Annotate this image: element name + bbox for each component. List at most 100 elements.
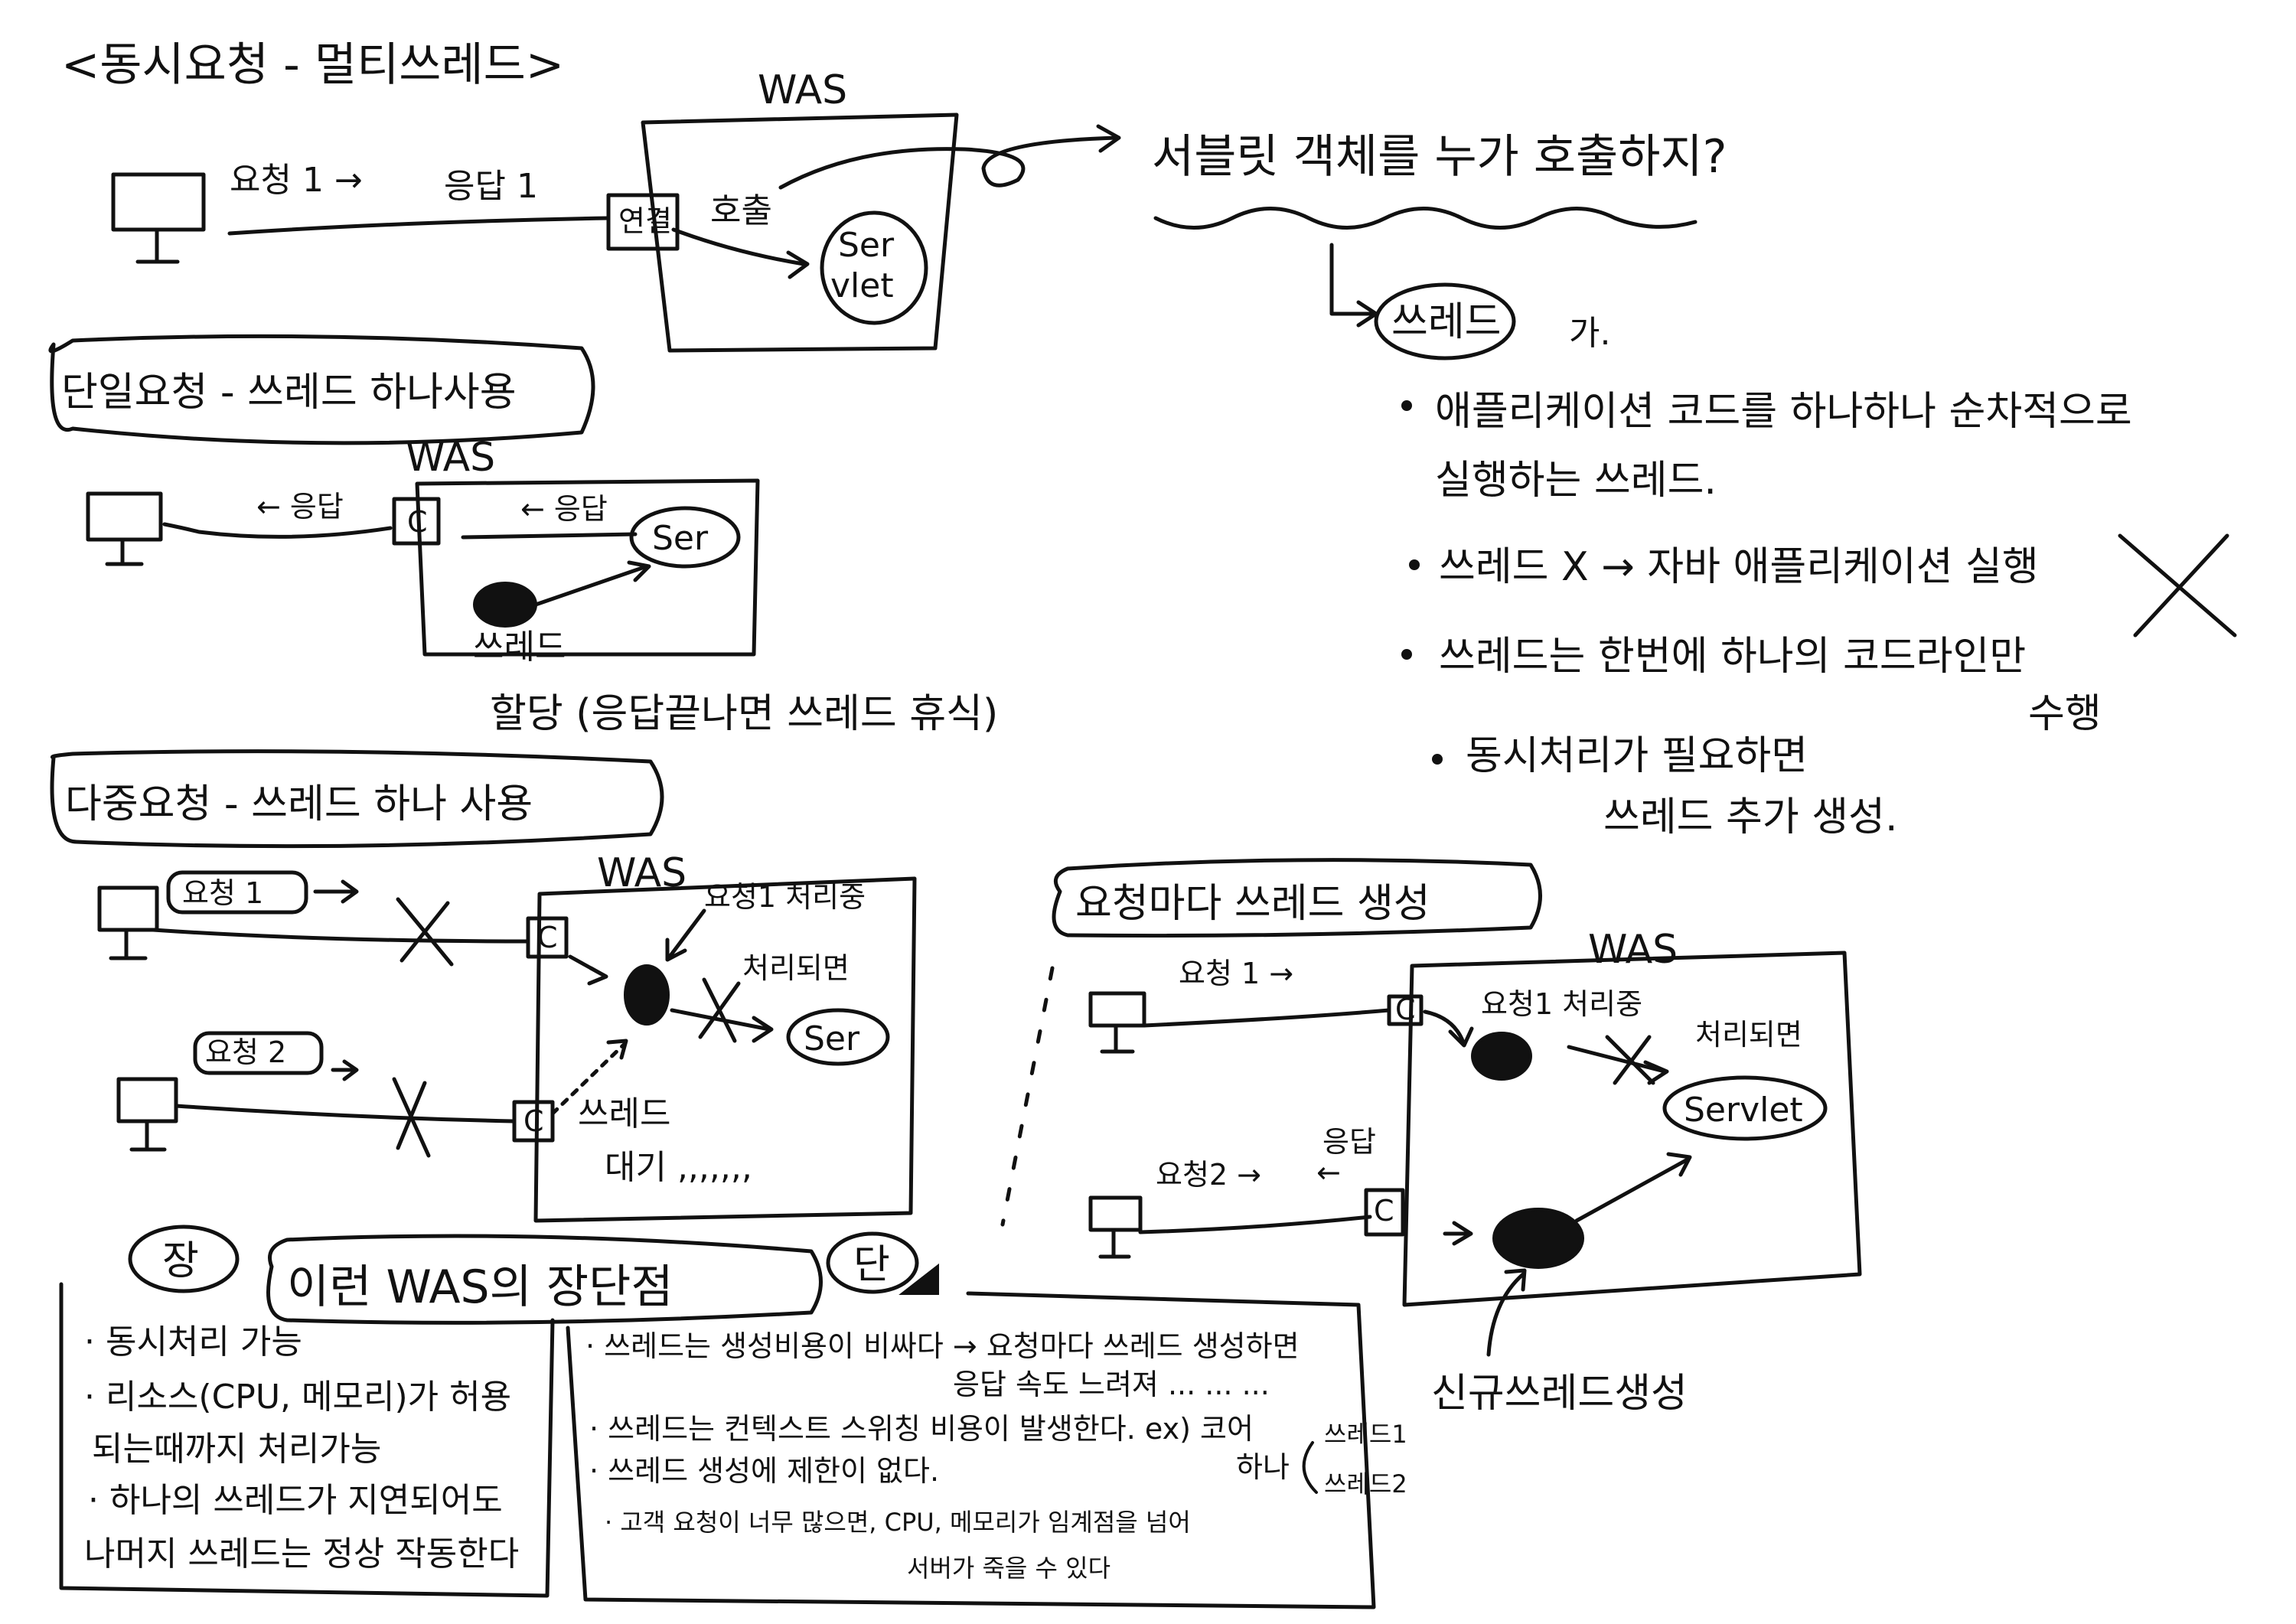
new-thread-label: 신규쓰레드생성 <box>1431 1371 1688 1417</box>
thread-notes: 애플리케이션 코드를 하나하나 순차적으로 실행하는 쓰레드. 쓰레드 X → … <box>1401 389 2237 840</box>
con-line-2: 응답 속도 느려져 ... ... ... <box>953 1368 1270 1401</box>
svg-text:요청 1 →: 요청 1 → <box>1179 957 1293 990</box>
per-request-heading-bubble <box>1052 858 1542 938</box>
svg-text:Ser: Ser <box>804 1019 860 1058</box>
pros-cons-heading-bubble <box>266 1234 823 1325</box>
top-question: 서블릿 객체를 누가 호출하지? <box>1152 130 1727 184</box>
single-was-box <box>415 478 760 657</box>
svg-text:쓰레드: 쓰레드 <box>578 1094 670 1133</box>
svg-text:Ser: Ser <box>838 226 895 265</box>
svg-text:← 응답: ← 응답 <box>520 492 608 526</box>
multi-thread-blob <box>624 964 670 1026</box>
single-heading: 단일요청 - 쓰레드 하나사용 <box>61 370 517 416</box>
top-response-label: 응답 1 <box>444 167 538 206</box>
con-line-6: · 고객 요청이 너무 많으면, CPU, 메모리가 임계점을 넘어 <box>605 1508 1191 1537</box>
svg-text:← 응답: ← 응답 <box>256 490 344 523</box>
svg-text:C: C <box>1395 993 1416 1026</box>
svg-text:Servlet: Servlet <box>1684 1091 1803 1130</box>
note-line-6: 동시처리가 필요하면 <box>1466 733 1808 779</box>
cons-box <box>566 1291 1376 1609</box>
pros-box <box>59 1282 555 1598</box>
per-request-monitor-2-icon <box>1088 1195 1143 1259</box>
pros-cons: 장 이런 WAS의 장단점 단 · 동시처리 가능 · 리소스(CPU, 메모리… <box>59 1225 1407 1609</box>
svg-text:C: C <box>1374 1194 1394 1228</box>
svg-text:처리되면: 처리되면 <box>1695 1018 1802 1052</box>
svg-text:C: C <box>537 921 558 954</box>
pro-line-1: · 동시처리 가능 <box>84 1322 302 1361</box>
per-request-thread-1-blob <box>1471 1032 1532 1081</box>
top-was-box <box>641 113 959 353</box>
svg-text:연결: 연결 <box>618 204 672 238</box>
per-request-connector-2 <box>1364 1188 1405 1237</box>
multi-connector-1 <box>526 916 569 959</box>
client-monitor-icon <box>111 172 206 264</box>
per-request-monitor-1-icon <box>1088 991 1146 1054</box>
con-line-5: · 쓰레드 생성에 제한이 없다. <box>589 1454 939 1488</box>
pro-badge <box>128 1225 240 1293</box>
multi-monitor-2-icon <box>116 1077 178 1152</box>
con-badge <box>826 1231 919 1294</box>
svg-text:WAS: WAS <box>1588 927 1678 973</box>
con-line-1: · 쓰레드는 생성비용이 비싸다 → 요청마다 쓰레드 생성하면 <box>585 1329 1300 1363</box>
svg-text:←: ← <box>1316 1156 1341 1189</box>
con-line-3: · 쓰레드는 컨텍스트 스위칭 비용이 발생한다. ex) 코어 <box>589 1412 1254 1446</box>
wavy-underline <box>1153 207 1698 230</box>
single-connector <box>392 497 441 546</box>
svg-text:C: C <box>523 1104 544 1138</box>
con-line-4: 하나 <box>1236 1450 1290 1484</box>
single-request-diagram: 단일요청 - 쓰레드 하나사용 ← 응답 WAS C ← 응답 Ser 쓰레드 … <box>48 334 998 737</box>
pro-line-3: 되는때까지 처리가능 <box>92 1430 381 1469</box>
multi-connector-2 <box>512 1100 555 1143</box>
single-monitor-icon <box>86 491 163 566</box>
multi-heading: 다중요청 - 쓰레드 하나 사용 <box>65 781 533 827</box>
top-was-label: WAS <box>758 67 847 113</box>
svg-text:쓰레드: 쓰레드 <box>473 628 566 667</box>
single-heading-bubble <box>48 334 595 445</box>
per-request-thread-2-blob <box>1492 1208 1584 1269</box>
svg-text:단: 단 <box>853 1242 890 1288</box>
note-line-4: 쓰레드는 한번에 하나의 코드라인만 <box>1439 634 2026 680</box>
top-request-label: 요청 1 → <box>230 161 363 200</box>
note-line-2: 실행하는 쓰레드. <box>1435 458 1717 504</box>
pros-cons-heading: 이런 WAS의 장단점 <box>287 1260 673 1314</box>
svg-text:요청2 →: 요청2 → <box>1156 1158 1261 1192</box>
svg-text:Ser: Ser <box>652 519 709 558</box>
page-title: <동시요청 - 멀티쓰레드> <box>61 38 564 92</box>
multi-monitor-1-icon <box>97 885 159 960</box>
svg-text:C: C <box>407 505 428 539</box>
svg-text:가.: 가. <box>1569 314 1610 353</box>
pro-line-4: · 하나의 쓰레드가 지연되어도 <box>88 1481 503 1520</box>
svg-text:처리되면: 처리되면 <box>742 951 850 985</box>
note-line-5: 수행 <box>2028 691 2102 737</box>
single-note: 할당 (응답끝나면 쓰레드 휴식) <box>490 691 998 737</box>
top-servlet <box>820 210 928 325</box>
pro-line-2: · 리소스(CPU, 메모리)가 허용 <box>84 1378 511 1417</box>
answer-thread-badge <box>1374 282 1516 360</box>
con-line-7: 서버가 죽을 수 있다 <box>907 1554 1110 1583</box>
top-connector <box>606 193 680 251</box>
svg-text:대기 ,,,,,,,: 대기 ,,,,,,, <box>605 1148 752 1187</box>
svg-text:쓰레드: 쓰레드 <box>1391 299 1502 345</box>
svg-text:장: 장 <box>162 1238 199 1284</box>
note-line-3: 쓰레드 X → 자바 애플리케이션 실행 <box>1439 544 2039 590</box>
multi-request-diagram: 다중요청 - 쓰레드 하나 사용 요청 1 요청 2 WAS C <box>50 749 917 1223</box>
svg-text:쓰레드2: 쓰레드2 <box>1324 1469 1407 1498</box>
per-request-servlet <box>1662 1075 1828 1141</box>
multi-was-box <box>533 876 917 1223</box>
per-request-was-box <box>1402 951 1862 1307</box>
svg-text:응답: 응답 <box>1322 1125 1376 1159</box>
note-line-7: 쓰레드 추가 생성. <box>1603 794 1897 840</box>
multi-servlet <box>786 1008 890 1066</box>
note-line-1: 애플리케이션 코드를 하나하나 순차적으로 <box>1435 389 2132 435</box>
svg-text:쓰레드1: 쓰레드1 <box>1324 1420 1407 1449</box>
svg-text:요청 2: 요청 2 <box>205 1035 286 1069</box>
top-diagram: 요청 1 → 응답 1 WAS 연결 호출 Ser vlet 서블릿 객체를 누… <box>111 67 1727 360</box>
single-servlet <box>629 506 741 569</box>
multi-heading-bubble <box>50 749 664 849</box>
per-request-heading: 요청마다 쓰레드 생성 <box>1075 881 1430 927</box>
svg-text:WAS: WAS <box>406 435 495 481</box>
pro-line-5: 나머지 쓰레드는 정상 작동한다 <box>84 1534 519 1573</box>
svg-text:요청1 처리중: 요청1 처리중 <box>1481 987 1642 1021</box>
per-request-diagram: 요청마다 쓰레드 생성 WAS 요청 1 → C 요청1 처리중 처리되면 Se… <box>1000 858 1862 1417</box>
